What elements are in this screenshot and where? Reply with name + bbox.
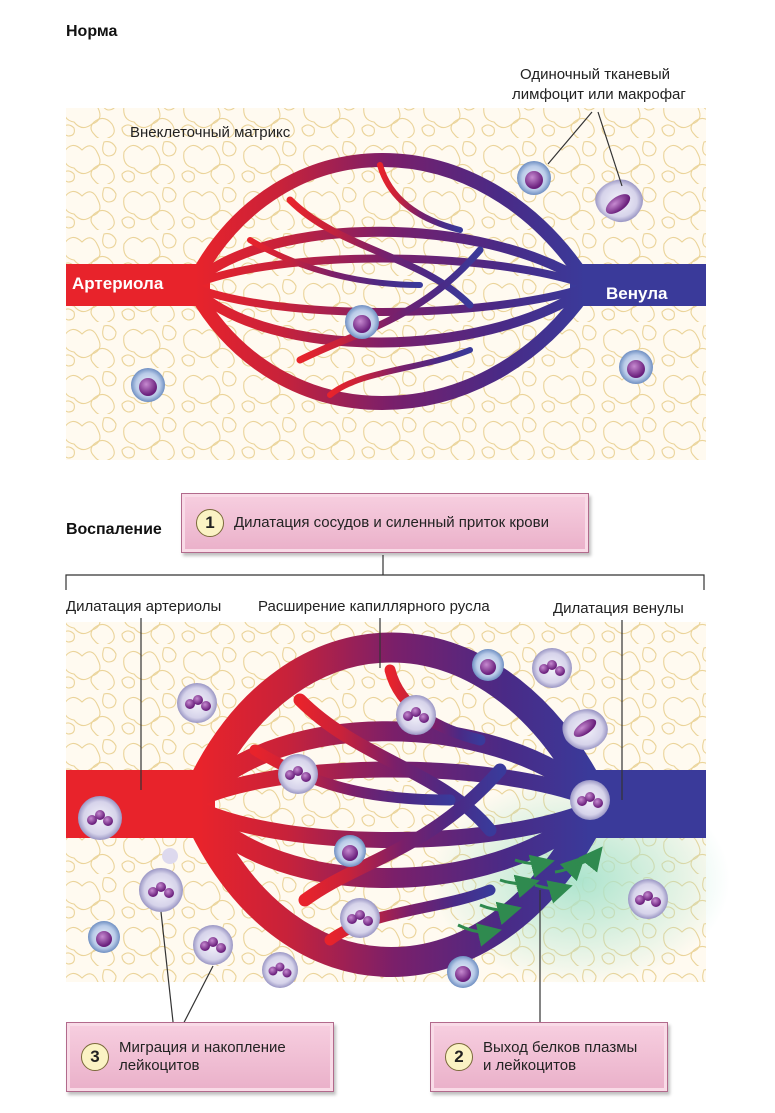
label-venule-dilation: Дилатация венулы: [553, 600, 684, 618]
neutrophil: [177, 683, 217, 723]
label-arteriole-dilation: Дилатация артериолы: [66, 598, 221, 616]
step-1-box: 1 Дилатация сосудов и силенный приток кр…: [181, 493, 589, 553]
label-arteriole: Артериола: [72, 274, 163, 294]
step-2-badge: 2: [445, 1043, 473, 1071]
label-capillary-expansion: Расширение капиллярного русла: [258, 598, 490, 616]
bracket: [66, 555, 704, 590]
step-3-text: Миграция и накопление лейкоцитов: [119, 1039, 286, 1075]
label-extracellular-matrix: Внеклеточный матрикс: [130, 124, 290, 142]
step-2-line2: и лейкоцитов: [483, 1057, 637, 1075]
step-2-line1: Выход белков плазмы: [483, 1039, 637, 1057]
step-3-box: 3 Миграция и накопление лейкоцитов: [66, 1022, 334, 1092]
label-single-cell-line1: Одиночный тканевый: [520, 66, 670, 84]
step-3-line1: Миграция и накопление: [119, 1039, 286, 1057]
label-venule: Венула: [606, 284, 667, 304]
step-2-box: 2 Выход белков плазмы и лейкоцитов: [430, 1022, 668, 1092]
step-1-badge: 1: [196, 509, 224, 537]
section-title-inflammation: Воспаление: [66, 520, 162, 539]
step-3-badge: 3: [81, 1043, 109, 1071]
step-3-line2: лейкоцитов: [119, 1057, 286, 1075]
step-2-text: Выход белков плазмы и лейкоцитов: [483, 1039, 637, 1075]
step-1-text: Дилатация сосудов и силенный приток кров…: [234, 514, 549, 532]
section-title-normal: Норма: [66, 22, 117, 41]
label-single-cell-line2: лимфоцит или макрофаг: [512, 86, 686, 104]
